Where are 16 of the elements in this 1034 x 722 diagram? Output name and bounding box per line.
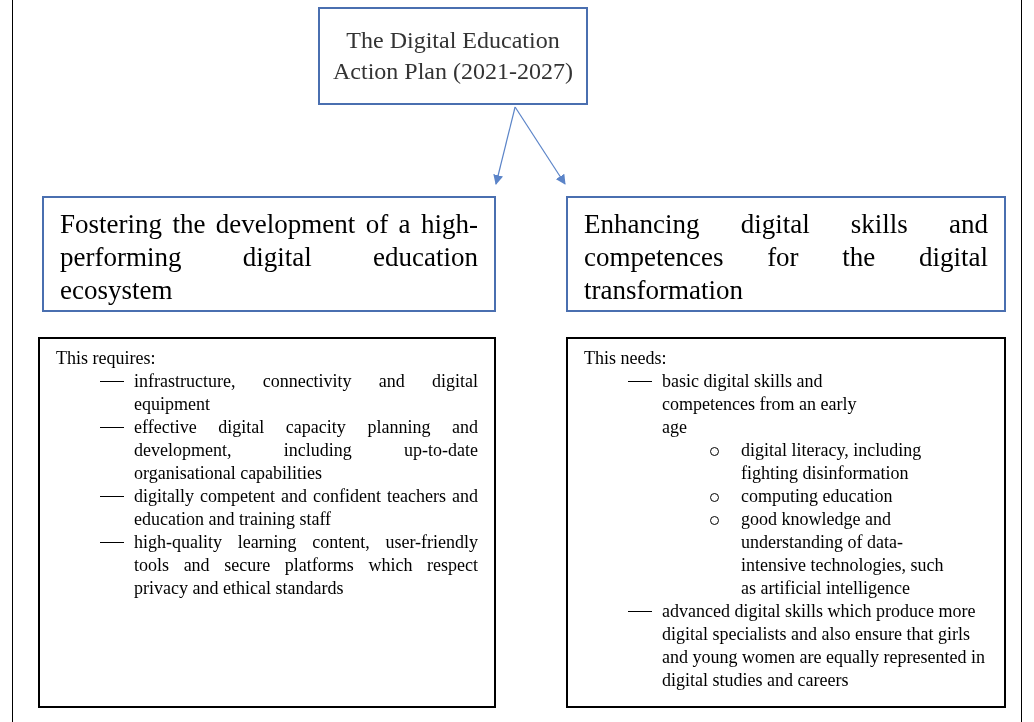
sub-item-text: good knowledge and understanding of data-intensive technologies, such as artificial intelligence [741, 508, 945, 600]
intro-text: This requires: [56, 347, 157, 370]
heading-text: Fostering the development of a high-performing digital education ecosystem [60, 208, 478, 307]
text-box [566, 337, 1006, 708]
title-text: The Digital Education Action Plan (2021-2027) [332, 26, 574, 86]
heading-text: Enhancing digital skills and competences for the digital transformation [584, 208, 988, 307]
list-item-text: advanced digital skills which produce more digital specialists and also ensure that girls and young women are equally represented in digital studies and careers [662, 600, 986, 692]
heading-box [566, 196, 1006, 312]
title-box [318, 7, 588, 105]
arrow [493, 106, 516, 185]
arrow [514, 106, 566, 185]
sub-item-text: computing education [741, 485, 893, 508]
heading-box [42, 196, 496, 312]
text-box [38, 337, 496, 708]
intro-text: This needs: [584, 347, 668, 370]
list-item-text: high-quality learning content, user-friendly tools and secure platforms which respect privacy and ethical standards [134, 531, 478, 600]
